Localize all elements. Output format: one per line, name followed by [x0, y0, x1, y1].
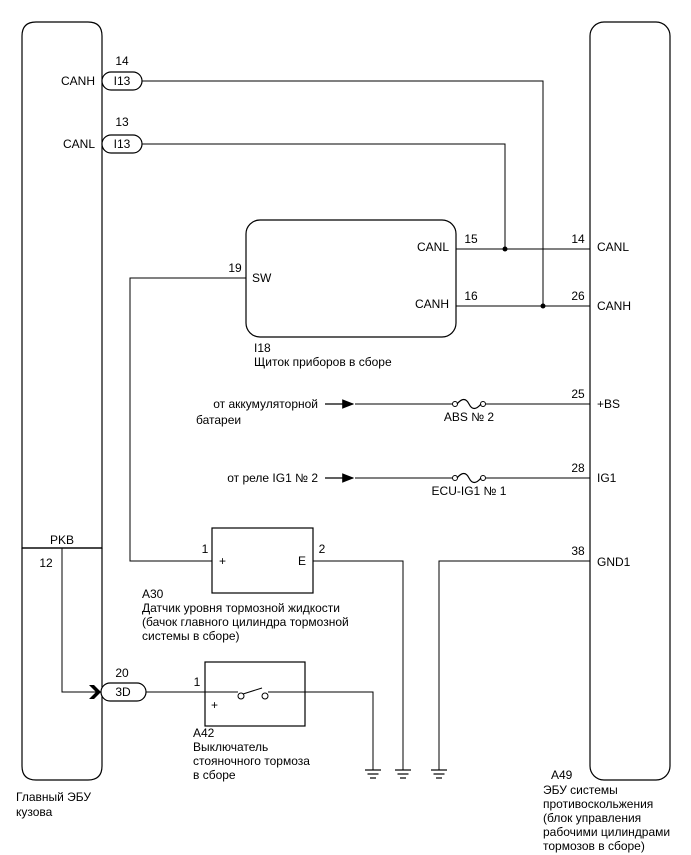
switch-contact-icon	[205, 687, 305, 700]
connector-i13-canl: 13 I13	[101, 115, 143, 154]
parking-brake-switch-caption-1: Выключатель	[193, 740, 268, 754]
meter-canh-label: CANH	[415, 297, 449, 311]
fuse-ecu-ig1-1	[452, 472, 486, 484]
ig-feed: от реле IG1 № 2 ECU-IG1 № 1	[227, 471, 507, 498]
sensor-e-label: E	[298, 554, 306, 568]
battery-feed-label-1: от аккумуляторной	[213, 397, 318, 411]
switch-plus-sign: +	[211, 698, 218, 712]
wire-gnd1	[438, 560, 590, 770]
meter-canl-label: CANL	[417, 240, 449, 254]
connector-i13-canh-label: I13	[114, 74, 131, 88]
main-body-ecu: Главный ЭБУ кузова CANH CANL PKB 12	[16, 21, 103, 819]
combination-meter-box	[245, 219, 457, 338]
wire-fluid-ground	[313, 560, 404, 770]
meter-canl-pin: 15	[464, 232, 478, 246]
right-ig1-label: IG1	[597, 471, 617, 485]
battery-feed-label-2: батареи	[196, 413, 241, 427]
skid-control-ecu-box	[589, 21, 671, 781]
ground-symbol-switch	[365, 769, 381, 779]
sensor-pin-1: 1	[202, 542, 209, 556]
wire-sw	[129, 277, 246, 562]
connector-3d-label: 3D	[115, 685, 131, 699]
brake-fluid-sensor: 1 + E 2 A30 Датчик уровня тормозной жидк…	[142, 527, 349, 643]
combination-meter: I18 Щиток приборов в сборе SW 19 CANL 15…	[228, 219, 478, 369]
main-body-ecu-lower-box	[21, 548, 103, 781]
fuse-ecu-ig1-1-label: ECU-IG1 № 1	[432, 484, 507, 498]
parking-brake-switch-caption-3: в сборе	[193, 768, 236, 782]
meter-sw-pin: 19	[228, 261, 242, 275]
ig-feed-label: от реле IG1 № 2	[227, 471, 318, 485]
connector-3d-pin: 20	[115, 666, 129, 680]
right-bs-label: +BS	[597, 397, 620, 411]
main-body-ecu-caption-2: кузова	[16, 805, 53, 819]
brake-fluid-sensor-box	[211, 527, 314, 594]
skid-control-ecu: A49 ЭБУ системы противоскольжения (блок …	[543, 21, 671, 853]
parking-brake-switch: 1 + A42 Выключатель стояночного тормоза …	[193, 661, 310, 782]
wire-switch-ground	[305, 691, 374, 770]
switch-pin-1: 1	[194, 675, 201, 689]
skid-control-ecu-caption-2: противоскольжения	[543, 797, 653, 811]
main-body-ecu-upper-box	[21, 21, 103, 549]
junction-canl	[502, 246, 508, 252]
right-bs-pin: 25	[571, 387, 585, 401]
skid-control-ecu-caption-5: тормозов в сборе)	[543, 839, 645, 853]
meter-canh-pin: 16	[464, 289, 478, 303]
parking-brake-switch-caption-2: стояночного тормоза	[193, 754, 310, 768]
brake-fluid-sensor-caption-3: системы в сборе)	[142, 629, 240, 643]
fuse-abs-2	[452, 398, 486, 410]
combination-meter-code: I18	[254, 341, 271, 355]
brake-fluid-sensor-caption-1: Датчик уровня тормозной жидкости	[142, 601, 340, 615]
right-gnd1-label: GND1	[597, 555, 631, 569]
connector-3d-arrow-icon	[89, 685, 101, 699]
skid-control-ecu-caption-3: (блок управления	[543, 811, 641, 825]
right-canl-pin: 14	[571, 232, 585, 246]
combination-meter-caption: Щиток приборов в сборе	[254, 355, 392, 369]
skid-control-ecu-code: A49	[551, 768, 573, 782]
right-canh-pin: 26	[571, 289, 585, 303]
left-pkb-label: PKB	[50, 533, 74, 547]
connector-i13-canh: 14 I13	[101, 54, 143, 91]
left-canl-pin: 13	[115, 115, 129, 129]
wire-canl-bus	[142, 143, 506, 249]
connector-i13-canl-label: I13	[114, 137, 131, 151]
skid-control-ecu-caption-4: рабочими цилиндрами	[543, 825, 670, 839]
main-body-ecu-caption-1: Главный ЭБУ	[16, 790, 91, 804]
wires	[61, 80, 590, 770]
right-canh-label: CANH	[597, 299, 631, 313]
junction-canh	[540, 303, 546, 309]
sensor-pin-2: 2	[319, 542, 326, 556]
connector-3d-shape	[100, 682, 147, 702]
ground-symbol-sensor	[395, 769, 411, 779]
right-canl-label: CANL	[597, 240, 629, 254]
brake-fluid-sensor-caption-2: (бачок главного цилиндра тормозной	[142, 615, 349, 629]
battery-feed: от аккумуляторной батареи ABS № 2	[196, 397, 494, 427]
right-gnd1-pin: 38	[571, 544, 585, 558]
right-ig1-pin: 28	[571, 461, 585, 475]
parking-brake-switch-box	[204, 661, 306, 727]
skid-control-ecu-caption-1: ЭБУ системы	[543, 783, 618, 797]
left-canh-label: CANH	[61, 74, 95, 88]
left-pkb-pin: 12	[39, 556, 53, 570]
connector-3d: 20 3D	[89, 666, 147, 702]
sensor-plus-sign: +	[219, 554, 226, 568]
parking-brake-switch-code: A42	[193, 726, 215, 740]
left-canl-label: CANL	[63, 137, 95, 151]
meter-sw-label: SW	[252, 271, 272, 285]
brake-fluid-sensor-code: A30	[142, 587, 164, 601]
left-canh-pin: 14	[115, 54, 129, 68]
fuse-abs-2-label: ABS № 2	[444, 410, 495, 424]
wire-pkb	[61, 548, 100, 693]
ground-symbol-gnd1	[431, 769, 447, 779]
wire-canh-bus	[142, 80, 544, 306]
